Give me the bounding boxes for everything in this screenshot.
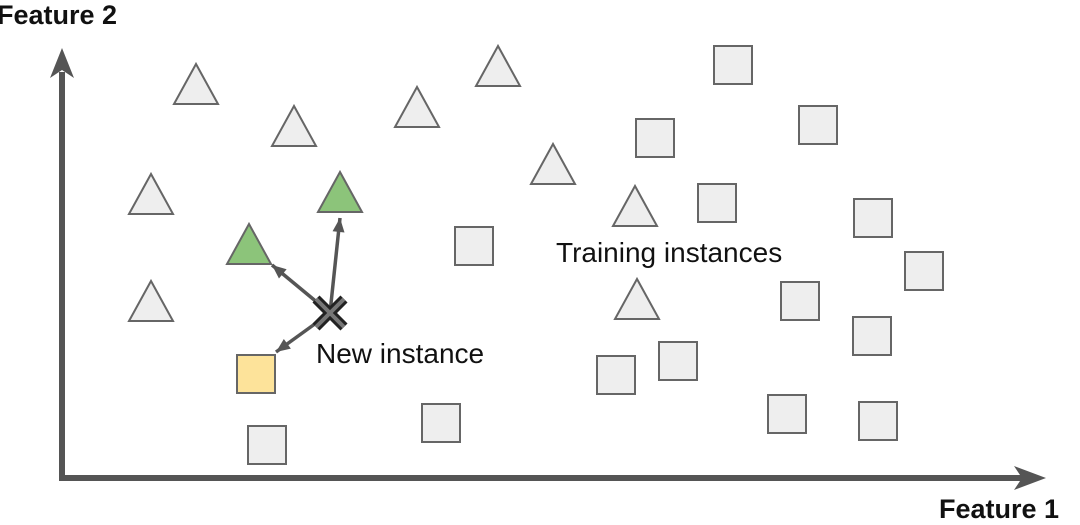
arrowhead	[272, 265, 287, 279]
neighbor-arrows	[270, 217, 345, 354]
square-instance	[853, 198, 893, 238]
triangle-instance	[613, 276, 661, 320]
square-instance	[780, 281, 820, 321]
axes	[50, 48, 1046, 490]
square-instance	[904, 251, 944, 291]
triangle-instance	[611, 183, 659, 227]
y-axis-arrowhead	[50, 48, 74, 78]
triangle-instance	[474, 43, 522, 87]
neighbor-triangle	[225, 221, 273, 265]
x-axis-arrowhead	[1014, 466, 1046, 490]
neighbor-arrow	[328, 217, 342, 314]
square-instance	[454, 226, 494, 266]
cross-stroke	[314, 297, 346, 329]
y-axis-label: Feature 2	[0, 0, 118, 30]
arrowhead	[332, 218, 345, 233]
square-instance	[852, 316, 892, 356]
x-axis-label: Feature 1	[939, 494, 1060, 524]
square-instance	[635, 118, 675, 158]
square-instance	[798, 105, 838, 145]
square-instance	[697, 183, 737, 223]
triangle-instance	[127, 171, 175, 215]
square-instance	[858, 401, 898, 441]
triangle-instance	[127, 278, 175, 322]
arrowhead	[276, 338, 291, 352]
square-instance	[596, 355, 636, 395]
square-instance	[421, 403, 461, 443]
new-instance-marker	[312, 295, 348, 331]
square-instance	[713, 45, 753, 85]
triangle-instance	[393, 84, 441, 128]
triangle-instance	[172, 61, 220, 105]
triangle-instance	[270, 103, 318, 147]
neighbor-triangle	[316, 169, 364, 213]
training-instances-label: Training instances	[556, 237, 783, 268]
neighbor-square	[236, 354, 276, 394]
square-instance	[247, 425, 287, 465]
new-instance-label: New instance	[316, 338, 485, 369]
square-instance	[658, 341, 698, 381]
triangle-instance	[529, 141, 577, 185]
square-instance	[767, 394, 807, 434]
